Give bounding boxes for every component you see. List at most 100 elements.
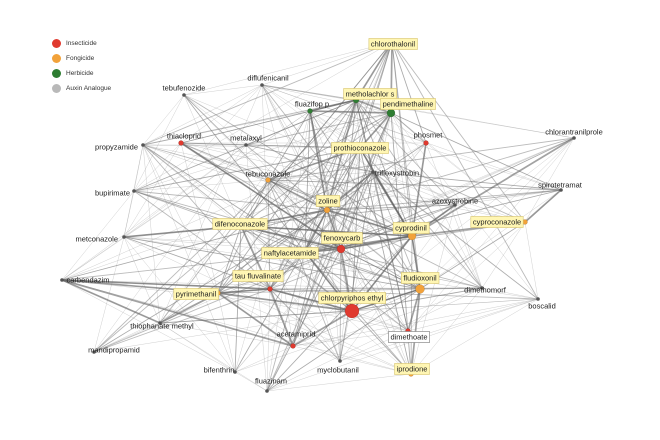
label-box (315, 195, 341, 207)
node-label-cyproconazole: cyproconazole (470, 216, 524, 228)
node-thiacloprid[interactable] (178, 140, 184, 146)
edge (93, 288, 271, 353)
node-acetamiprid[interactable] (290, 343, 296, 349)
node-label-text: iprodione (397, 365, 428, 374)
edge-strong (240, 225, 413, 237)
node-pendimethaline[interactable] (386, 108, 396, 118)
node-carbendazim[interactable] (60, 278, 64, 282)
node-zoxamide[interactable] (323, 206, 331, 214)
edge (410, 287, 483, 375)
edge (339, 171, 374, 362)
node-spirotetramat[interactable] (559, 188, 563, 192)
node-label-text: diflufenicanil (247, 74, 289, 83)
node-trifloxystrobin[interactable] (371, 170, 375, 174)
node-label-text: fenoxycarb (324, 234, 361, 243)
edge-strong (180, 142, 342, 250)
node-chlorantraniliprole[interactable] (572, 136, 576, 140)
node-boscalid[interactable] (536, 297, 540, 301)
node-metalaxyl[interactable] (244, 143, 248, 147)
node-fludioxonil[interactable] (415, 284, 425, 294)
edge (267, 179, 294, 347)
edge (142, 99, 357, 146)
node-label-tebufenozide: tebufenozide (163, 84, 206, 93)
node-chlorpyrifos[interactable] (344, 303, 360, 319)
node-thiophanate[interactable] (158, 321, 162, 325)
node-propyzamide[interactable] (141, 143, 145, 147)
edge (419, 189, 562, 290)
label-box (173, 288, 219, 300)
node-label-text: carbendazim (67, 276, 110, 285)
node-label-diflufenicanil: diflufenicanil (247, 74, 289, 83)
edge (481, 221, 526, 289)
edge (372, 171, 456, 206)
edge (266, 287, 483, 392)
node-fluazifop[interactable] (307, 108, 313, 114)
node-phosmet[interactable] (423, 140, 429, 146)
node-label-text: dimethomorf (464, 286, 507, 295)
node-label-text: fludioxonil (403, 274, 437, 283)
edge (309, 110, 342, 250)
edge (180, 84, 263, 144)
node-bifenthrin[interactable] (233, 370, 237, 374)
node-label-bifenthrin: bifenthrin (204, 366, 235, 375)
node-label-text: naftylacetamide (264, 249, 317, 258)
edge-strong (217, 288, 271, 294)
node-tebufenozide[interactable] (182, 93, 186, 97)
edge (372, 171, 526, 223)
edge (123, 236, 412, 375)
node-label-dimethomorph: dimethomorf (464, 286, 507, 295)
label-box (380, 98, 436, 110)
edge (123, 190, 135, 238)
edge (407, 298, 539, 332)
edge (142, 94, 185, 146)
node-label-acetamiprid: acetamiprid (277, 330, 316, 339)
node-mandipropamid[interactable] (92, 350, 96, 354)
edge (340, 137, 575, 250)
edge (266, 298, 539, 392)
edge (142, 41, 393, 146)
edge (123, 142, 182, 238)
edge (340, 248, 412, 375)
node-bupirimate[interactable] (132, 189, 136, 193)
label-box (321, 232, 363, 244)
edge (267, 179, 413, 237)
edge (240, 41, 393, 227)
node-label-text: cyproconazole (473, 218, 521, 227)
node-label-text: bifenthrin (204, 366, 235, 375)
edge (93, 236, 125, 353)
edge (93, 209, 328, 353)
legend: Insecticide Fongicide Herbicide Auxin An… (52, 36, 111, 96)
edge (61, 144, 247, 281)
legend-item-auxin-analogue: Auxin Analogue (52, 81, 111, 95)
node-taufluvalinate[interactable] (267, 286, 273, 292)
node-azoxystrobine[interactable] (453, 203, 457, 207)
node-metconazole[interactable] (122, 235, 126, 239)
node-label-fluazifop: fluazifop p (295, 100, 329, 109)
node-label-text: myclobutanil (317, 366, 359, 375)
edge-strong (269, 288, 353, 312)
node-fluazinam[interactable] (265, 389, 269, 393)
edge (524, 137, 575, 223)
label-box (392, 222, 430, 234)
edge (304, 99, 357, 253)
edge (355, 99, 427, 144)
edge (93, 310, 353, 353)
node-label-thiophanate: thiophanate methyl (130, 322, 194, 331)
edge-strong (304, 235, 413, 253)
edge-strong (359, 112, 392, 149)
edge (359, 147, 483, 289)
node-diflufenicanil[interactable] (260, 83, 264, 87)
node-dimethomorph[interactable] (480, 286, 484, 290)
edge (142, 84, 263, 146)
node-tebuconazole[interactable] (265, 177, 271, 183)
edge (217, 292, 409, 332)
node-fenoxycarb[interactable] (336, 244, 346, 254)
node-myclobutanil[interactable] (338, 359, 342, 363)
edge (133, 179, 269, 192)
node-label-mandipropamid: mandipropamid (88, 346, 140, 355)
edge (142, 144, 269, 181)
node-label-iprodione: iprodione (394, 363, 430, 375)
edge (159, 322, 268, 392)
node-label-trifloxystrobin: trifloxystrobin (375, 169, 419, 178)
edge (159, 322, 294, 347)
